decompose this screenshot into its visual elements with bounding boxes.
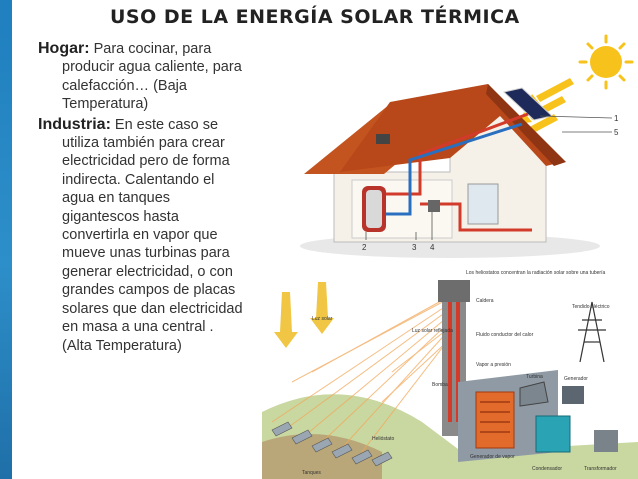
transformer [594,430,618,452]
label-luz-reflejada: Luz solar reflejada [412,328,453,334]
sun-icon [578,34,634,90]
industria-line: en masa a una central . [62,319,214,336]
hogar-label: Hogar: [38,40,90,57]
industria-line: utiliza también para crear [62,135,225,152]
heliostats-note: Los heliostatos concentran la radiación … [466,270,605,276]
label-turbina: Turbina [526,374,543,380]
label-luz-solar: Luz solar [312,316,333,322]
industria-line: (Alta Temperatura) [62,337,182,354]
control-box [428,200,440,212]
industria-paragraph: Industria: En este caso se utiliza tambi… [38,116,270,355]
cold-water-pipes [386,122,523,216]
industria-line: agua en tanques [62,190,171,207]
hogar-paragraph: Hogar: Para cocinar, para producir agua … [38,40,270,114]
label-generador: Generador [564,376,588,382]
generator [562,386,584,404]
text-column: Hogar: Para cocinar, para producir agua … [38,40,270,355]
industria-line: generar electricidad, o con [62,263,233,280]
reflected-rays [271,295,465,453]
slide-title: USO DE LA ENERGÍA SOLAR TÉRMICA [110,6,520,28]
window [467,183,499,225]
industria-line: mueve unas turbinas para [62,245,230,262]
accent-bar [0,0,12,479]
industria-line: solares que dan electricidad [62,300,243,317]
label-transformador: Transformador [584,466,617,472]
industria-line: gigantescos hasta [62,208,179,225]
label-tendido: Tendido eléctrico [572,304,610,310]
label-tanques: Tanques [302,470,321,476]
hogar-line: producir agua caliente, para [62,59,242,76]
industria-line: grandes campos de placas [62,282,236,299]
callout-2: 2 [362,243,367,252]
solar-plant-illustration: Los heliostatos concentran la radiación … [262,270,638,479]
label-caldera: Caldera [476,298,494,304]
hogar-line: Temperatura) [62,96,149,113]
boiler [438,280,470,302]
solar-house-illustration: 1 5 2 3 4 [300,34,634,258]
hogar-line: calefacción… (Baja [62,77,187,94]
turbine [519,381,549,407]
sunlight-arrows [274,282,334,348]
condenser [535,415,571,453]
label-condensador: Condensador [532,466,562,472]
industria-line: convertirla en vapor que [62,227,218,244]
callout-4: 4 [430,243,435,252]
label-fluido: Fluido conductor del calor [476,332,534,338]
callout-3: 3 [412,243,417,252]
label-heliostato: Helióstato [372,436,394,442]
label-vapor: Vapor a presión [476,362,511,368]
industria-label: Industria: [38,115,111,133]
industria-line: electricidad pero de forma [62,153,230,170]
thermostat [376,134,390,144]
power-pylon [578,301,606,363]
label-generador-vapor: Generador de vapor [470,454,515,460]
steam-generator [475,391,515,449]
heliostat-mirrors [271,421,393,467]
label-bomba: Bomba [432,382,448,388]
callout-5: 5 [614,128,619,137]
callout-1: 1 [614,114,619,123]
industria-line: indirecta. Calentando el [62,171,215,188]
